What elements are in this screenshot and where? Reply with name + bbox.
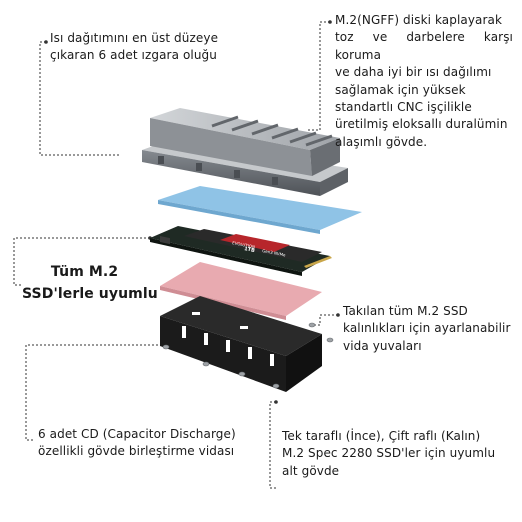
callout-body-case-line: standartlı CNC işçilikle (335, 99, 472, 114)
ssd-module (150, 226, 332, 276)
callout-bottom-case-line: alt gövde (282, 463, 340, 478)
bottom-bracket (160, 296, 322, 392)
thermal-pad-blue (158, 186, 362, 230)
heatsink-cover (142, 108, 348, 196)
screw-icon (162, 344, 170, 350)
leader-screw-slots (312, 314, 338, 326)
screw-icon (326, 337, 334, 343)
grille-grooves (211, 115, 333, 147)
screw-icon (202, 361, 210, 367)
callout-bottom-case: Tek taraflı (İnce), Çift raflı (Kalın) M… (282, 428, 495, 480)
leader-bottom-case (269, 401, 278, 489)
screw-slots (182, 312, 274, 366)
callout-bottom-case-line: Tek taraflı (İnce), Çift raflı (Kalın) (282, 429, 481, 443)
callout-screw-slots: Takılan tüm M.2 SSD kalınlıkları için ay… (343, 303, 511, 355)
leader-cd-screws (25, 344, 166, 441)
callout-grilles-line: Isı dağıtımını en üst düzeye (50, 31, 219, 45)
callout-compat-line: Tüm M.2 (50, 264, 119, 280)
callout-cd-screws-line: 6 adet CD (Capacitor Discharge) (38, 427, 236, 441)
callout-bottom-case-line: M.2 Spec 2280 SSD'ler için uyumlu (282, 446, 496, 461)
callout-grilles: Isı dağıtımını en üst düzeye çıkaran 6 a… (50, 30, 218, 65)
callout-body-case-line: sağlamak için yüksek (335, 82, 466, 97)
callout-screw-slots-line: kalınlıkları için ayarlanabilir (343, 321, 511, 336)
callout-screw-slots-line: vida yuvaları (343, 338, 422, 353)
callout-screw-slots-line: Takılan tüm M.2 SSD (343, 304, 468, 318)
screw-icon (308, 322, 316, 328)
callout-body-case-line: toz ve darbelere karşı koruma (335, 30, 513, 62)
callout-body-case-line: M.2(NGFF) diski kaplayarak (335, 13, 503, 27)
leader-compat (13, 237, 150, 286)
screw-icon (272, 383, 280, 389)
callout-cd-screws-line: özellikli gövde birleştirme vidası (38, 444, 235, 459)
leader-lines (13, 21, 338, 489)
callout-compat-line: SSD'lerle uyumlu (22, 285, 158, 302)
thermal-pad-pink (160, 262, 322, 316)
screw-icon (238, 371, 246, 377)
callout-cd-screws: 6 adet CD (Capacitor Discharge) özellikl… (38, 426, 236, 461)
ssd-brand-text: EVOLUTION (232, 240, 256, 249)
callout-body-case: M.2(NGFF) diski kaplayarak toz ve darbel… (335, 12, 513, 151)
callout-body-case-line: üretilmiş eloksallı duralümin (335, 117, 508, 132)
callout-body-case-line: ve daha iyi bir ısı dağılımı (335, 65, 492, 80)
cd-screws (162, 322, 334, 389)
ssd-capacity-text: 1TB (244, 246, 256, 254)
callout-compat: Tüm M.2 SSD'lerle uyumlu (22, 262, 158, 305)
callout-grilles-line: çıkaran 6 adet ızgara oluğu (50, 48, 217, 63)
callout-body-case-line: alaşımlı gövde. (335, 134, 428, 149)
ssd-model-text: Gen3 NVMe (262, 248, 287, 258)
leader-body-case (308, 21, 330, 131)
